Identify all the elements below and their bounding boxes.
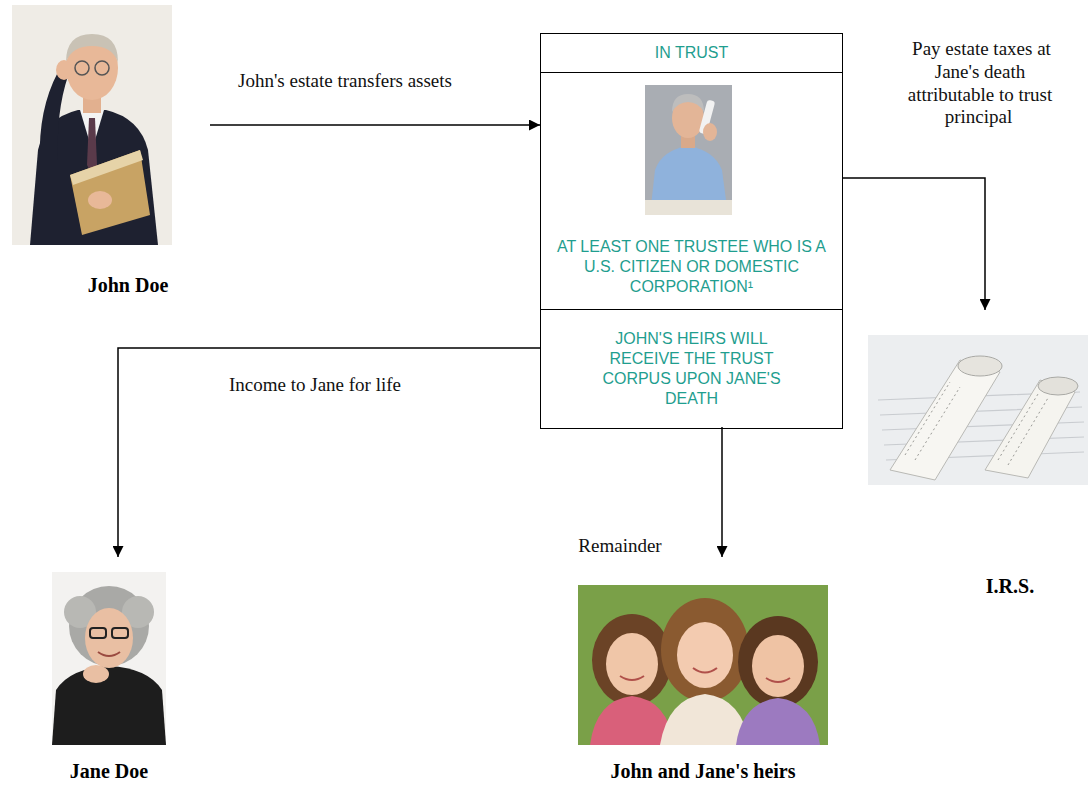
jane-photo <box>52 572 166 745</box>
heirs-photo-part <box>677 622 733 688</box>
tax-receipt-photo-part <box>890 360 1000 480</box>
jane-photo-part <box>83 665 109 683</box>
person-name: Jane Doe <box>52 760 166 783</box>
tax-receipt-photo-part <box>905 382 1048 465</box>
person-photo-box: John and Jane's heirs <box>578 557 828 783</box>
john-photo-part <box>88 191 112 209</box>
flow-arrow <box>842 178 985 310</box>
tax-receipt-photo-part <box>1038 377 1078 395</box>
john-photo-part <box>66 34 118 62</box>
heirs-photo-part <box>578 585 828 745</box>
trust-box: IN TRUST AT LEAST ONE TRUSTEE WHO IS A U.… <box>540 33 843 429</box>
jane-photo-part <box>52 572 166 745</box>
trustee-photo-part <box>703 123 717 141</box>
heirs-photo-part <box>620 676 644 680</box>
edge-label: Pay estate taxes at Jane's death attribu… <box>908 38 1053 127</box>
trustee-photo-part <box>645 200 732 215</box>
heirs-photo-part <box>661 598 749 702</box>
edge-label: Remainder <box>575 535 664 556</box>
person-name: John Doe <box>12 274 210 297</box>
john-photo-part <box>70 150 150 235</box>
edge-label-box: Remainder <box>560 535 680 558</box>
flow-arrow <box>210 124 540 126</box>
john-photo <box>12 5 172 245</box>
heirs-photo-part <box>766 678 790 682</box>
trust-section: JOHN'S HEIRS WILL RECEIVE THE TRUST CORP… <box>541 309 842 427</box>
heirs-photo-part <box>592 614 672 706</box>
john-photo-part <box>70 150 143 185</box>
heirs-photo-part <box>736 698 820 745</box>
trust-section: AT LEAST ONE TRUSTEE WHO IS A U.S. CITIZ… <box>541 72 842 309</box>
trustee-photo <box>645 85 732 215</box>
trustee-photo-part <box>645 85 732 215</box>
agency-photo-box: I.R.S. <box>868 310 1088 598</box>
flow-arrow <box>721 427 723 557</box>
person-photo-box: Jane Doe <box>52 557 166 783</box>
john-photo-part <box>95 61 109 75</box>
box-text: AT LEAST ONE TRUSTEE WHO IS A U.S. CITIZ… <box>551 237 832 297</box>
john-photo-part <box>56 60 72 80</box>
heirs-photo-part <box>606 633 658 695</box>
john-photo-part <box>12 5 172 245</box>
tax-receipt-photo <box>868 335 1088 485</box>
jane-photo-part <box>90 628 106 638</box>
edge-label-box: John's estate transfers assets <box>200 70 490 93</box>
edge-label-box: Pay estate taxes at Jane's death attribu… <box>895 38 1065 129</box>
tax-receipt-photo-part <box>868 335 1088 485</box>
box-heading: IN TRUST <box>541 34 842 71</box>
agency-name: I.R.S. <box>868 575 1088 598</box>
john-photo-part <box>40 72 68 160</box>
heirs-photo-part <box>660 694 750 745</box>
flow-arrow <box>118 348 541 557</box>
jane-photo-part <box>52 666 166 745</box>
tax-receipt-photo-part <box>958 356 1002 376</box>
john-photo-part <box>75 61 89 75</box>
heirs-photo-part <box>738 616 818 708</box>
jane-photo-part <box>85 608 133 668</box>
jane-photo-part <box>98 652 120 656</box>
edge-label-box: Income to Jane for life <box>185 374 445 397</box>
person-name: John and Jane's heirs <box>578 760 828 783</box>
box-text: JOHN'S HEIRS WILL RECEIVE THE TRUST CORP… <box>585 329 798 409</box>
trustee-photo-part <box>672 94 704 112</box>
jane-photo-part <box>112 628 128 638</box>
person-photo-box: John Doe <box>12 5 210 297</box>
heirs-photo-part <box>590 696 674 745</box>
edge-label: John's estate transfers assets <box>235 70 455 91</box>
heirs-photo <box>578 585 828 745</box>
heirs-photo-part <box>693 668 717 673</box>
edge-label: Income to Jane for life <box>226 374 404 395</box>
heirs-photo-part <box>752 635 804 697</box>
